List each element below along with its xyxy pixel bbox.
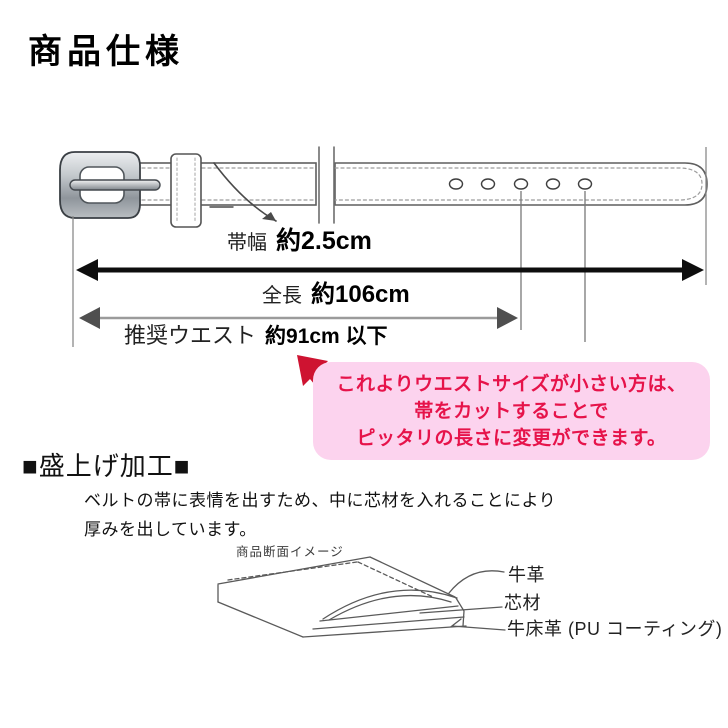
waist-arrow <box>79 307 518 329</box>
belt-illustration <box>59 146 708 228</box>
leader-cowhide <box>448 570 505 594</box>
cut-to-fit-notice: これよりウエストサイズが小さい方は、 帯をカットすることで ピッタリの長さに変更… <box>313 362 710 460</box>
total-length-name: 全長 <box>262 285 302 307</box>
process-section-description: ベルトの帯に表情を出すため、中に芯材を入れることにより 厚みを出しています。 <box>84 486 556 544</box>
leader-core <box>419 606 503 614</box>
belt-keeper <box>170 153 202 228</box>
belt-buckle <box>59 151 161 219</box>
waist-name: 推奨ウエスト <box>124 323 257 348</box>
layer-label-cowhide: 牛革 <box>508 565 545 585</box>
process-desc-line: ベルトの帯に表情を出すため、中に芯材を入れることにより <box>84 491 557 510</box>
belt-break-marks <box>318 146 335 224</box>
layer-label-split-leather: 牛床革 (PU コーティング) <box>507 619 723 639</box>
band-width-label: 帯幅 約2.5cm <box>227 221 372 257</box>
total-length-value: 約106cm <box>311 281 410 308</box>
measurement-guides <box>72 147 707 347</box>
band-width-leader <box>209 162 277 222</box>
notice-line: ピッタリの長さに変更ができます。 <box>356 427 667 449</box>
notice-line: これよりウエストサイズが小さい方は、 <box>336 373 687 395</box>
page-title: 商品仕様 <box>28 33 184 71</box>
belt-holes <box>448 178 593 190</box>
waist-value: 約91cm 以下 <box>265 325 388 348</box>
layer-label-core: 芯材 <box>504 593 541 613</box>
leader-split-leather <box>450 618 506 631</box>
process-section-heading: ■盛上げ加工■ <box>22 451 191 481</box>
notice-line: 帯をカットすることで <box>414 400 609 422</box>
recommended-waist-label: 推奨ウエスト 約91cm 以下 <box>124 318 388 350</box>
band-width-name: 帯幅 <box>227 232 267 254</box>
band-width-value: 約2.5cm <box>276 227 372 255</box>
buckle-prong <box>69 179 161 191</box>
total-length-label: 全長 約106cm <box>262 274 410 309</box>
cross-section-sketch <box>217 556 506 638</box>
process-desc-line: 厚みを出しています。 <box>84 520 257 539</box>
total-length-arrow <box>76 259 704 281</box>
cross-section-caption: 商品断面イメージ <box>236 545 344 559</box>
